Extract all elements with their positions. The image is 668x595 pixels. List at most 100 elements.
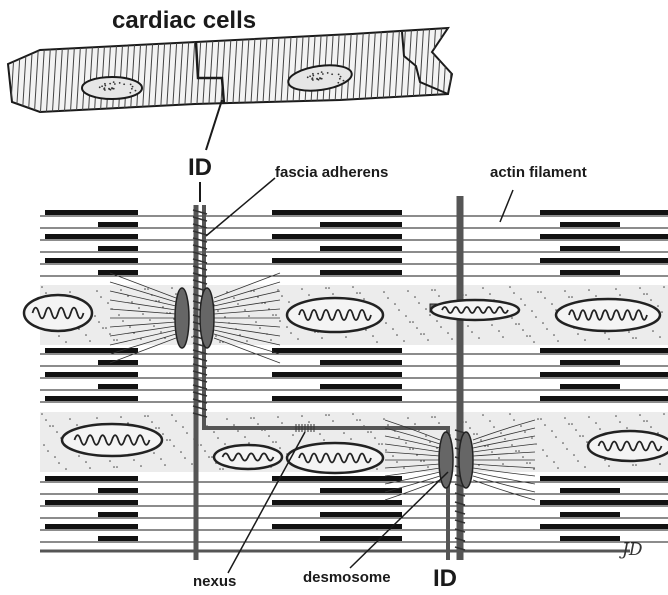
cytoplasm-dot bbox=[378, 443, 380, 445]
myosin-bar bbox=[98, 246, 138, 251]
cytoplasm-dot bbox=[166, 439, 168, 441]
cytoplasm-dot bbox=[518, 323, 520, 325]
cytoplasm-dot bbox=[250, 417, 252, 419]
cytoplasm-dot bbox=[352, 413, 354, 415]
cytoplasm-dot bbox=[643, 420, 645, 422]
myosin-bar bbox=[272, 500, 402, 505]
cytoplasm-dot bbox=[277, 416, 279, 418]
cytoplasm-dot bbox=[425, 308, 427, 310]
cytoplasm-dot bbox=[47, 450, 49, 452]
cytoplasm-dot bbox=[566, 448, 568, 450]
cytoplasm-dot bbox=[409, 448, 411, 450]
cytoplasm-dot bbox=[359, 419, 361, 421]
cytoplasm-dot bbox=[255, 321, 257, 323]
myosin-bar bbox=[45, 348, 138, 353]
cytoplasm-dot bbox=[332, 420, 334, 422]
cytoplasm-dot bbox=[584, 466, 586, 468]
cytoplasm-dot bbox=[615, 415, 617, 417]
cytoplasm-dot bbox=[632, 464, 634, 466]
cytoplasm-dot bbox=[383, 418, 385, 420]
cytoplasm-dot bbox=[120, 416, 122, 418]
myosin-bar bbox=[45, 258, 138, 263]
cytoplasm-dot bbox=[407, 290, 409, 292]
cytoplasm-dot bbox=[43, 444, 45, 446]
cytoplasm-dot bbox=[191, 463, 193, 465]
cytoplasm-dot bbox=[604, 332, 606, 334]
nucleus-dot bbox=[101, 85, 103, 87]
myosin-bar bbox=[320, 360, 402, 365]
cytoplasm-dot bbox=[120, 289, 122, 291]
cytoplasm-dot bbox=[440, 326, 442, 328]
nucleus-dot bbox=[113, 81, 115, 83]
cytoplasm-dot bbox=[56, 431, 58, 433]
cytoplasm-dot bbox=[619, 421, 621, 423]
cytoplasm-dot bbox=[224, 443, 226, 445]
cytoplasm-dot bbox=[518, 450, 520, 452]
label-nexus: nexus bbox=[193, 574, 236, 589]
cytoplasm-dot bbox=[582, 435, 584, 437]
cytoplasm-dot bbox=[138, 307, 140, 309]
cytoplasm-dot bbox=[661, 311, 663, 313]
myosin-bar bbox=[540, 396, 668, 401]
cytoplasm-dot bbox=[403, 467, 405, 469]
cytoplasm-dot bbox=[186, 432, 188, 434]
myosin-bar bbox=[272, 372, 402, 377]
cytoplasm-dot bbox=[487, 445, 489, 447]
cytoplasm-dot bbox=[524, 431, 526, 433]
cytoplasm-dot bbox=[319, 433, 321, 435]
myosin-bar bbox=[45, 476, 138, 481]
cytoplasm-dot bbox=[529, 335, 531, 337]
cytoplasm-dot bbox=[129, 326, 131, 328]
cytoplasm-dot bbox=[418, 302, 420, 304]
cytoplasm-dot bbox=[65, 468, 67, 470]
cytoplasm-dot bbox=[650, 426, 652, 428]
myosin-bar bbox=[320, 222, 402, 227]
cytoplasm-dot bbox=[478, 337, 480, 339]
myosin-bar bbox=[272, 210, 402, 215]
nucleus-dot bbox=[309, 75, 311, 77]
cytoplasm-dot bbox=[328, 287, 330, 289]
cytoplasm-dot bbox=[553, 334, 555, 336]
cytoplasm-dot bbox=[551, 430, 553, 432]
cytoplasm-dot bbox=[217, 437, 219, 439]
cytoplasm-dot bbox=[663, 413, 665, 415]
cytoplasm-dot bbox=[396, 334, 398, 336]
nucleus-dot bbox=[104, 87, 106, 89]
cytoplasm-dot bbox=[595, 422, 597, 424]
myosin-bar bbox=[98, 512, 138, 517]
myosin-bar bbox=[272, 396, 402, 401]
myosin-bar bbox=[45, 500, 138, 505]
fiber-diagram bbox=[24, 178, 668, 573]
nucleus-dot bbox=[337, 82, 339, 84]
cytoplasm-dot bbox=[663, 286, 665, 288]
cytoplasm-dot bbox=[524, 304, 526, 306]
cytoplasm-dot bbox=[325, 287, 327, 289]
cytoplasm-dot bbox=[367, 431, 369, 433]
cytoplasm-dot bbox=[473, 433, 475, 435]
cytoplasm-dot bbox=[482, 287, 484, 289]
cytoplasm-dot bbox=[237, 430, 239, 432]
label-id-bottom: ID bbox=[433, 567, 457, 591]
mitochondrion bbox=[287, 443, 383, 473]
cytoplasm-dot bbox=[451, 338, 453, 340]
cytoplasm-dot bbox=[308, 421, 310, 423]
myosin-bar bbox=[98, 384, 138, 389]
nucleus-dot bbox=[339, 78, 341, 80]
cardiac-cells-drawing bbox=[4, 20, 454, 150]
cytoplasm-dot bbox=[511, 444, 513, 446]
cytoplasm-dot bbox=[213, 431, 215, 433]
cytoplasm-dot bbox=[363, 298, 365, 300]
cytoplasm-dot bbox=[502, 463, 504, 465]
nucleus-dot bbox=[130, 83, 132, 85]
cytoplasm-dot bbox=[639, 414, 641, 416]
cytoplasm-dot bbox=[438, 295, 440, 297]
cytoplasm-dot bbox=[109, 333, 111, 335]
cytoplasm-dot bbox=[155, 427, 157, 429]
cytoplasm-dot bbox=[615, 288, 617, 290]
cytoplasm-dot bbox=[504, 438, 506, 440]
cytoplasm-dot bbox=[531, 437, 533, 439]
nucleus-dot bbox=[129, 92, 131, 94]
cytoplasm-dot bbox=[544, 297, 546, 299]
cytoplasm-dot bbox=[142, 313, 144, 315]
cytoplasm-dot bbox=[356, 419, 358, 421]
